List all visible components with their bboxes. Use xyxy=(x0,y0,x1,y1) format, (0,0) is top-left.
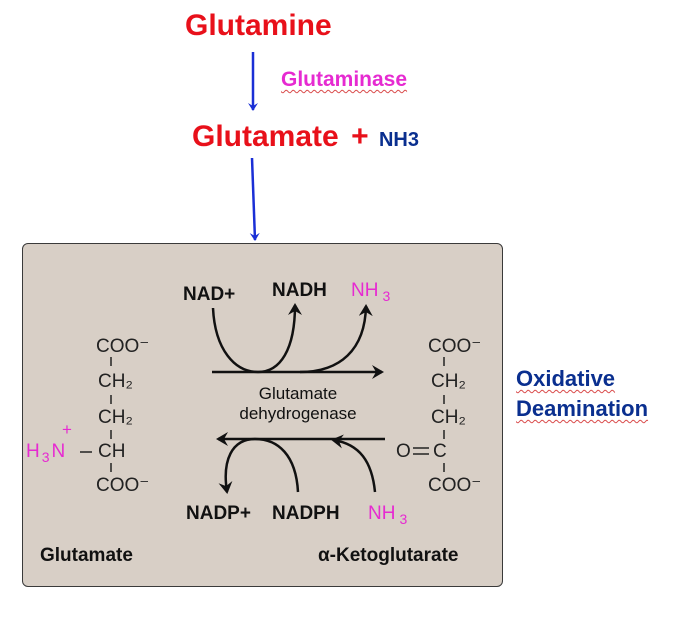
glutamate-product-row: Glutamate + NH3 xyxy=(192,120,419,154)
enzyme-line1: Glutamate xyxy=(258,384,338,403)
deamination-text: Deamination xyxy=(516,396,649,421)
glutamate-ch: CH xyxy=(98,441,126,462)
glutamate-name: Glutamate xyxy=(40,545,133,566)
glutamate-ch2-a: CH₂ xyxy=(98,371,133,392)
glutamate-product-label: Glutamate xyxy=(192,120,339,153)
nadph-label: NADPH xyxy=(272,503,340,524)
enzyme-label: Glutamate dehydrogenase xyxy=(208,384,388,424)
glutaminase-label: Glutaminase xyxy=(281,68,408,91)
akg-ch2-b: CH₂ xyxy=(431,407,466,428)
glutamate-coo-top: COO⁻ xyxy=(96,336,150,357)
akg-coo-bottom: COO⁻ xyxy=(428,475,482,496)
nad-to-nadh-curve xyxy=(211,303,302,374)
akg-ch2-a: CH₂ xyxy=(431,371,466,392)
nadph-to-nadp-curve xyxy=(218,437,300,494)
to-deamination-arrow xyxy=(249,157,260,241)
akg-oxygen: O xyxy=(396,441,411,462)
glutamate-ch2-b: CH₂ xyxy=(98,407,133,428)
oxidative-text: Oxidative xyxy=(516,366,616,391)
akg-carbon: C xyxy=(433,441,447,462)
plus-sign: + xyxy=(351,120,369,153)
nad-plus-label: NAD+ xyxy=(183,284,236,305)
enzyme-line2: dehydrogenase xyxy=(239,404,357,423)
glutamine-label: Glutamine xyxy=(185,9,332,42)
glutamate-bonds xyxy=(80,357,112,472)
ketoglutarate-bonds xyxy=(413,357,445,472)
alpha-ketoglutarate-name: α-Ketoglutarate xyxy=(318,545,459,566)
nh3-byproduct-label: NH3 xyxy=(378,129,419,151)
nadh-label: NADH xyxy=(272,280,327,301)
nh3-incorporate-curve xyxy=(331,434,377,493)
nadp-plus-label: NADP+ xyxy=(186,503,251,524)
glutamate-coo-bottom: COO⁻ xyxy=(96,475,150,496)
glutamate-dehydrogenase-panel xyxy=(22,243,503,587)
amine-plus: + xyxy=(62,420,72,439)
oxidative-deamination-label: Oxidative Deamination xyxy=(516,364,648,424)
akg-coo-top: COO⁻ xyxy=(428,336,482,357)
nh3-release-curve xyxy=(299,304,373,374)
